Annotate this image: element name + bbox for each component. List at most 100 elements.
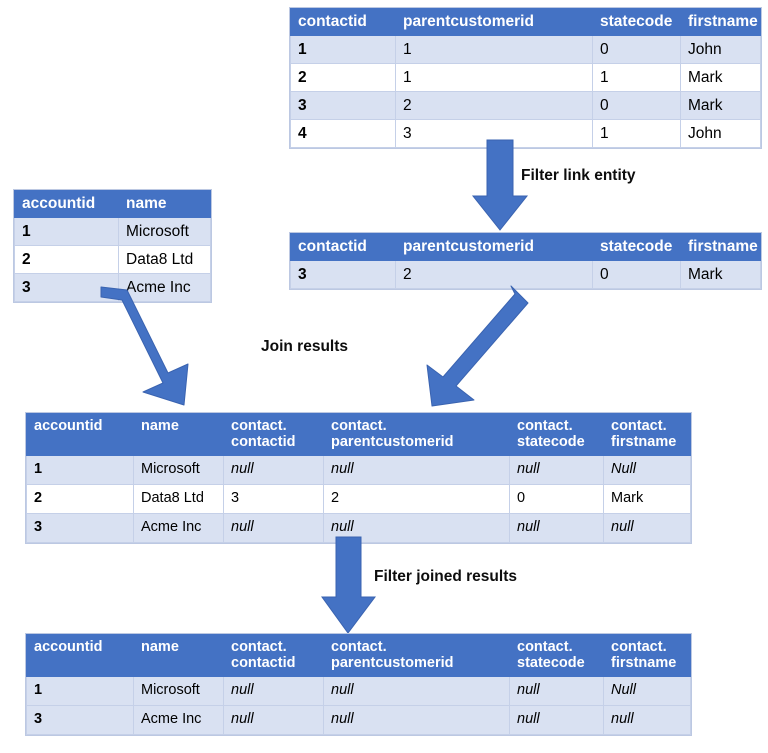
- cell-firstname: John: [680, 35, 761, 65]
- column-header-parentcustomerid: parentcustomerid: [395, 7, 593, 37]
- arrow-filter-link-entity-icon: [470, 139, 530, 232]
- table-header-row: contactid parentcustomerid statecode fir…: [290, 232, 761, 262]
- table-row: 1 Microsoft null null null Null: [26, 455, 691, 486]
- cell-parentcustomerid: 1: [395, 35, 593, 65]
- cell-contact-contactid: null: [223, 676, 324, 707]
- cell-accountid: 1: [26, 676, 134, 707]
- cell-firstname: Mark: [680, 91, 761, 121]
- column-header-contact-contactid: contact. contactid: [223, 412, 324, 457]
- arrow-filter-joined-results-icon: [320, 536, 380, 635]
- cell-name: Acme Inc: [133, 705, 224, 736]
- cell-contact-parentcustomerid: null: [323, 676, 510, 707]
- cell-contact-firstname: Mark: [603, 484, 691, 515]
- cell-contact-statecode: null: [509, 455, 604, 486]
- cell-accountid: 2: [14, 245, 119, 275]
- column-header-firstname: firstname: [680, 7, 761, 37]
- table-row: 3 2 0 Mark: [290, 260, 761, 290]
- column-header-contactid: contactid: [290, 7, 396, 37]
- label-join-results: Join results: [261, 338, 348, 355]
- table-row: 3 Acme Inc null null null null: [26, 705, 691, 736]
- cell-statecode: 0: [592, 260, 681, 290]
- cell-contact-contactid: 3: [223, 484, 324, 515]
- cell-statecode: 0: [592, 35, 681, 65]
- filtered-joined-results-table: accountid name contact. contactid contac…: [26, 633, 691, 736]
- cell-contact-statecode: null: [509, 705, 604, 736]
- cell-contact-parentcustomerid: null: [323, 455, 510, 486]
- table-row: 2 1 1 Mark: [290, 63, 761, 93]
- table-row: 1 Microsoft: [14, 217, 211, 247]
- label-filter-link-entity: Filter link entity: [521, 167, 636, 184]
- cell-name: Microsoft: [133, 455, 224, 486]
- joined-results-table: accountid name contact. contactid contac…: [26, 412, 691, 544]
- cell-contact-parentcustomerid: 2: [323, 484, 510, 515]
- cell-statecode: 1: [592, 119, 681, 149]
- table-row: 2 Data8 Ltd 3 2 0 Mark: [26, 484, 691, 515]
- cell-contactid: 1: [290, 35, 396, 65]
- column-header-parentcustomerid: parentcustomerid: [395, 232, 593, 262]
- column-header-name: name: [118, 189, 211, 219]
- table-header-row: contactid parentcustomerid statecode fir…: [290, 7, 761, 37]
- contact-filtered-table: contactid parentcustomerid statecode fir…: [290, 232, 761, 290]
- column-header-contact-parentcustomerid: contact. parentcustomerid: [323, 412, 510, 457]
- cell-accountid: 1: [14, 217, 119, 247]
- contact-source-table: contactid parentcustomerid statecode fir…: [290, 7, 761, 149]
- cell-accountid: 3: [26, 705, 134, 736]
- cell-contact-statecode: 0: [509, 484, 604, 515]
- column-header-accountid: accountid: [26, 412, 134, 457]
- column-header-accountid: accountid: [26, 633, 134, 678]
- cell-contact-firstname: null: [603, 513, 691, 544]
- column-header-firstname: firstname: [680, 232, 761, 262]
- column-header-contact-parentcustomerid: contact. parentcustomerid: [323, 633, 510, 678]
- cell-contact-contactid: null: [223, 705, 324, 736]
- cell-statecode: 0: [592, 91, 681, 121]
- cell-contact-firstname: null: [603, 705, 691, 736]
- label-filter-joined-results: Filter joined results: [374, 568, 517, 585]
- column-header-statecode: statecode: [592, 7, 681, 37]
- cell-contactid: 2: [290, 63, 396, 93]
- cell-contactid: 3: [290, 91, 396, 121]
- table-header-row: accountid name: [14, 189, 211, 219]
- cell-contact-firstname: Null: [603, 455, 691, 486]
- cell-contact-contactid: null: [223, 455, 324, 486]
- cell-contact-statecode: null: [509, 513, 604, 544]
- table-row: 1 Microsoft null null null Null: [26, 676, 691, 707]
- column-header-contactid: contactid: [290, 232, 396, 262]
- cell-accountid: 2: [26, 484, 134, 515]
- column-header-contact-contactid: contact. contactid: [223, 633, 324, 678]
- column-header-accountid: accountid: [14, 189, 119, 219]
- cell-name: Microsoft: [133, 676, 224, 707]
- cell-accountid: 1: [26, 455, 134, 486]
- cell-name: Data8 Ltd: [118, 245, 211, 275]
- column-header-statecode: statecode: [592, 232, 681, 262]
- cell-contact-statecode: null: [509, 676, 604, 707]
- arrow-contact-to-join-icon: [406, 285, 546, 412]
- table-row: 3 2 0 Mark: [290, 91, 761, 121]
- table-header-row: accountid name contact. contactid contac…: [26, 633, 691, 678]
- column-header-name: name: [133, 412, 224, 457]
- cell-name: Microsoft: [118, 217, 211, 247]
- cell-parentcustomerid: 2: [395, 260, 593, 290]
- column-header-contact-statecode: contact. statecode: [509, 633, 604, 678]
- cell-accountid: 3: [26, 513, 134, 544]
- cell-firstname: Mark: [680, 260, 761, 290]
- table-row: 1 1 0 John: [290, 35, 761, 65]
- cell-parentcustomerid: 1: [395, 63, 593, 93]
- cell-firstname: Mark: [680, 63, 761, 93]
- cell-statecode: 1: [592, 63, 681, 93]
- cell-contact-firstname: Null: [603, 676, 691, 707]
- account-table: accountid name 1 Microsoft 2 Data8 Ltd 3…: [14, 189, 211, 303]
- cell-name: Data8 Ltd: [133, 484, 224, 515]
- column-header-name: name: [133, 633, 224, 678]
- cell-name: Acme Inc: [118, 273, 211, 303]
- column-header-contact-firstname: contact. firstname: [603, 633, 691, 678]
- table-header-row: accountid name contact. contactid contac…: [26, 412, 691, 457]
- cell-contactid: 3: [290, 260, 396, 290]
- cell-parentcustomerid: 2: [395, 91, 593, 121]
- arrow-account-to-join-icon: [78, 286, 218, 409]
- table-row: 3 Acme Inc null null null null: [26, 513, 691, 544]
- table-row: 2 Data8 Ltd: [14, 245, 211, 275]
- cell-contactid: 4: [290, 119, 396, 149]
- cell-name: Acme Inc: [133, 513, 224, 544]
- cell-contact-parentcustomerid: null: [323, 705, 510, 736]
